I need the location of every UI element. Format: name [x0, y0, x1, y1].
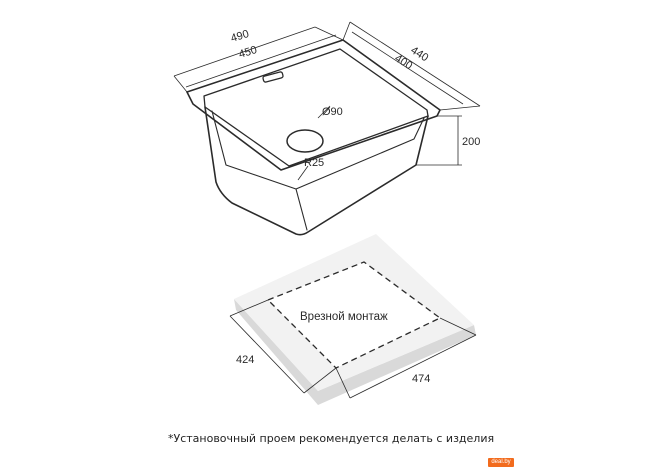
overflow-slot: [262, 71, 284, 83]
sink-bowl-bottom-edge: [295, 188, 308, 231]
watermark-badge: deal.by: [488, 458, 514, 467]
footnote-text: *Установочный проем рекомендуется делать…: [168, 432, 495, 445]
dim-cutout-width: 474: [412, 373, 430, 385]
sink-drawing: [186, 39, 441, 236]
sink-bowl-bottom: [211, 110, 425, 190]
dim-height: 200: [462, 136, 480, 148]
slab-opening: [268, 262, 440, 368]
dim-cutout-depth: 424: [236, 354, 254, 366]
dim-corner-radius: R25: [304, 157, 324, 169]
cutout-label: Врезной монтаж: [300, 311, 388, 323]
drain-hole: [286, 129, 324, 153]
cutout-dimension-lines: [229, 299, 477, 399]
sink-dimension-lines: [173, 21, 481, 181]
dim-outer-width: 490: [229, 28, 250, 45]
dim-drain-diameter: Ø90: [322, 106, 343, 118]
countertop-slab: [234, 234, 476, 405]
cutout-outline: [266, 261, 442, 369]
slab-side: [234, 299, 476, 405]
dim-inner-width: 450: [237, 44, 258, 61]
sink-rim-inner: [203, 48, 429, 167]
sink-bowl-body: [204, 106, 429, 236]
